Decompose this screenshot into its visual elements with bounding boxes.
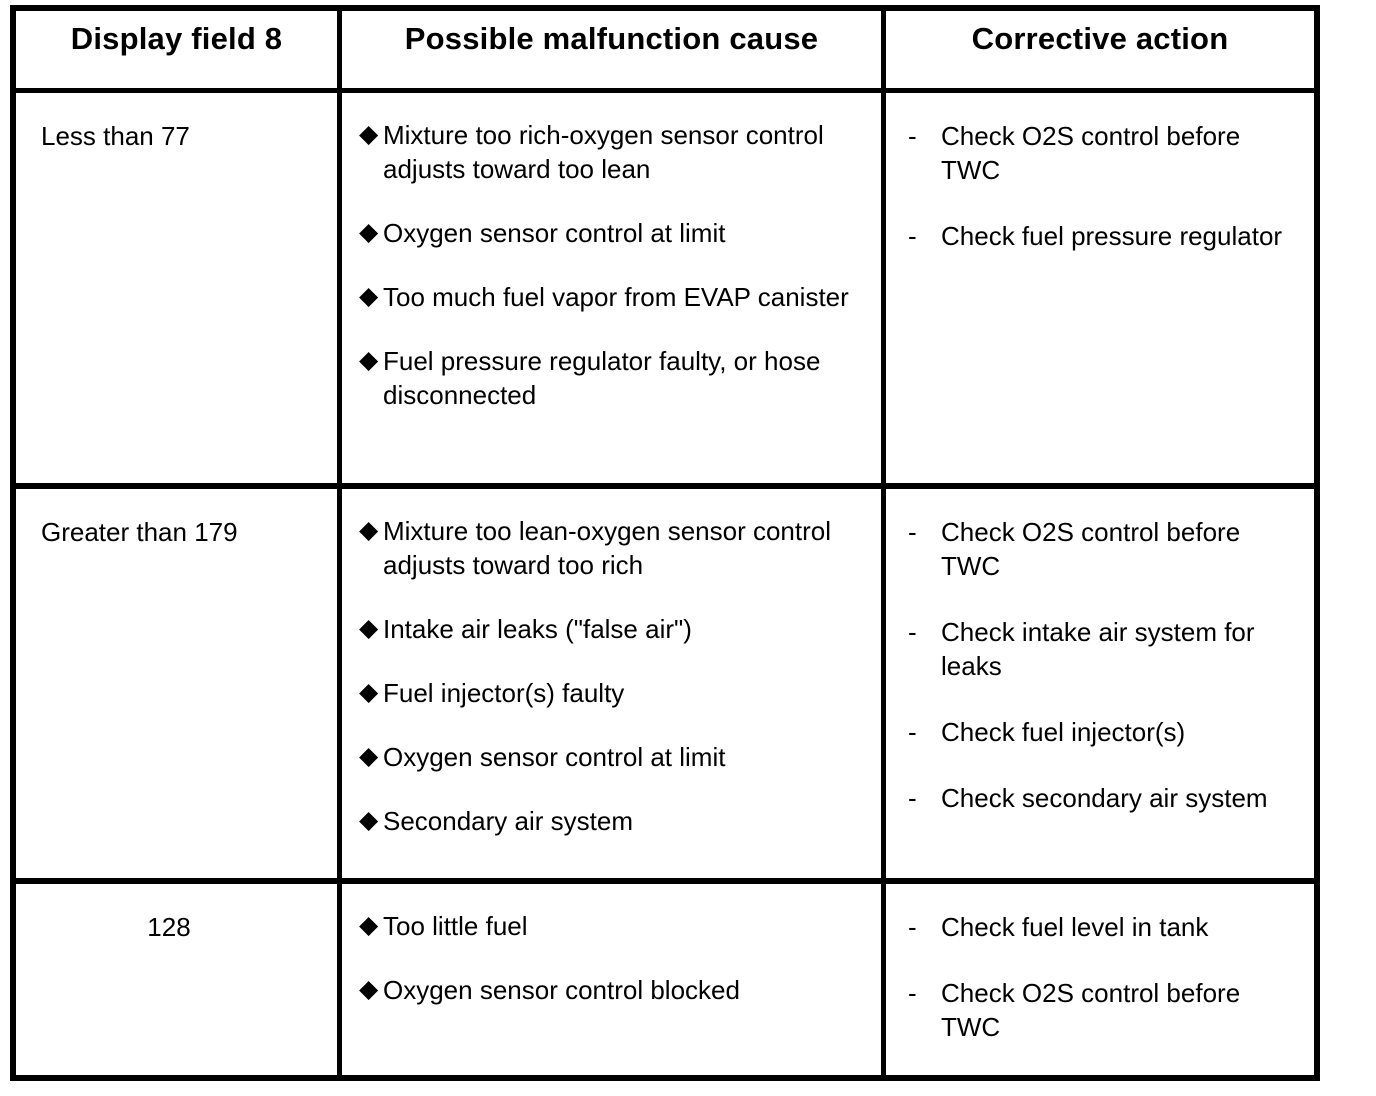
action-cell: - Check O2S control before TWC - Check i… [886,489,1314,878]
cause-cell: ◆ Mixture too lean-oxygen sensor control… [342,489,881,878]
diamond-bullet-icon: ◆ [359,346,379,374]
column-header-corrective-action: Corrective action [971,21,1229,56]
cause-cell: ◆ Too little fuel ◆ Oxygen sensor contro… [342,884,881,1075]
cause-cell: ◆ Mixture too rich-oxygen sensor control… [342,93,881,483]
list-item: - Check intake air system for leaks [908,615,1304,683]
table-row: Less than 77 [16,93,337,483]
action-text: Check fuel level in tank [941,912,1209,942]
list-item: ◆ Fuel pressure regulator faulty, or hos… [359,344,873,412]
list-item: - Check fuel injector(s) [908,715,1304,749]
hyphen-bullet-icon: - [908,912,917,942]
hyphen-bullet-icon: - [908,717,917,747]
action-text: Check fuel injector(s) [941,717,1186,747]
cause-list: ◆ Mixture too rich-oxygen sensor control… [359,93,873,412]
cause-list: ◆ Too little fuel ◆ Oxygen sensor contro… [359,884,873,1007]
list-item: - Check secondary air system [908,781,1304,815]
row-divider-1 [10,483,1320,489]
cause-text: Mixture too lean-oxygen sensor control a… [383,516,832,580]
cause-text: Mixture too rich-oxygen sensor control a… [383,120,824,184]
cause-text: Too little fuel [383,911,528,941]
diamond-bullet-icon: ◆ [359,911,379,939]
action-cell: - Check fuel level in tank - Check O2S c… [886,884,1314,1075]
list-item: - Check O2S control before TWC [908,119,1304,187]
action-list: - Check fuel level in tank - Check O2S c… [908,884,1304,1044]
action-text: Check secondary air system [941,783,1268,813]
hyphen-bullet-icon: - [908,783,917,813]
table-border-bottom [10,1075,1320,1081]
cause-list: ◆ Mixture too lean-oxygen sensor control… [359,489,873,838]
action-text: Check O2S control before TWC [941,978,1241,1042]
diamond-bullet-icon: ◆ [359,120,379,148]
table-border-top [10,5,1320,11]
diamond-bullet-icon: ◆ [359,742,379,770]
action-list: - Check O2S control before TWC - Check f… [908,93,1304,253]
list-item: - Check O2S control before TWC [908,976,1304,1044]
cause-text: Too much fuel vapor from EVAP canister [383,282,849,312]
diamond-bullet-icon: ◆ [359,516,379,544]
cause-text: Intake air leaks ("false air") [383,614,692,644]
display-field-value: Greater than 179 [41,517,238,547]
hyphen-bullet-icon: - [908,978,917,1008]
column-header-possible-malfunction-cause: Possible malfunction cause [404,21,819,56]
display-field-value: 128 [147,912,191,942]
hyphen-bullet-icon: - [908,517,917,547]
table-row: Greater than 179 [16,489,337,878]
diamond-bullet-icon: ◆ [359,678,379,706]
hyphen-bullet-icon: - [908,121,917,151]
row-divider-2 [10,878,1320,884]
list-item: - Check fuel level in tank [908,910,1304,944]
list-item: ◆ Mixture too rich-oxygen sensor control… [359,118,873,186]
action-text: Check O2S control before TWC [941,121,1241,185]
list-item: ◆ Fuel injector(s) faulty [359,676,873,710]
cause-text: Secondary air system [383,806,633,836]
table-row: 128 [16,884,337,1075]
list-item: - Check fuel pressure regulator [908,219,1304,253]
list-item: ◆ Oxygen sensor control at limit [359,216,873,250]
list-item: ◆ Too much fuel vapor from EVAP canister [359,280,873,314]
cause-text: Oxygen sensor control at limit [383,742,726,772]
action-cell: - Check O2S control before TWC - Check f… [886,93,1314,483]
diamond-bullet-icon: ◆ [359,975,379,1003]
hyphen-bullet-icon: - [908,221,917,251]
diamond-bullet-icon: ◆ [359,282,379,310]
cause-text: Oxygen sensor control at limit [383,218,726,248]
list-item: ◆ Too little fuel [359,909,873,943]
cause-text: Fuel injector(s) faulty [383,678,625,708]
display-field-value: Less than 77 [41,121,190,151]
header-row-divider [10,88,1320,93]
action-text: Check intake air system for leaks [941,617,1255,681]
cause-text: Fuel pressure regulator faulty, or hose … [383,346,821,410]
diamond-bullet-icon: ◆ [359,614,379,642]
list-item: ◆ Intake air leaks ("false air") [359,612,873,646]
column-divider-1 [337,5,342,1081]
list-item: - Check O2S control before TWC [908,515,1304,583]
hyphen-bullet-icon: - [908,617,917,647]
table-border-left [10,5,16,1081]
column-header-display-field: Display field 8 [70,21,283,56]
list-item: ◆ Oxygen sensor control at limit [359,740,873,774]
diamond-bullet-icon: ◆ [359,218,379,246]
list-item: ◆ Mixture too lean-oxygen sensor control… [359,514,873,582]
list-item: ◆ Oxygen sensor control blocked [359,973,873,1007]
list-item: ◆ Secondary air system [359,804,873,838]
table-border-right [1314,5,1320,1081]
column-divider-2 [881,5,886,1081]
action-list: - Check O2S control before TWC - Check i… [908,489,1304,815]
action-text: Check O2S control before TWC [941,517,1241,581]
action-text: Check fuel pressure regulator [941,221,1283,251]
cause-text: Oxygen sensor control blocked [383,975,740,1005]
diamond-bullet-icon: ◆ [359,806,379,834]
